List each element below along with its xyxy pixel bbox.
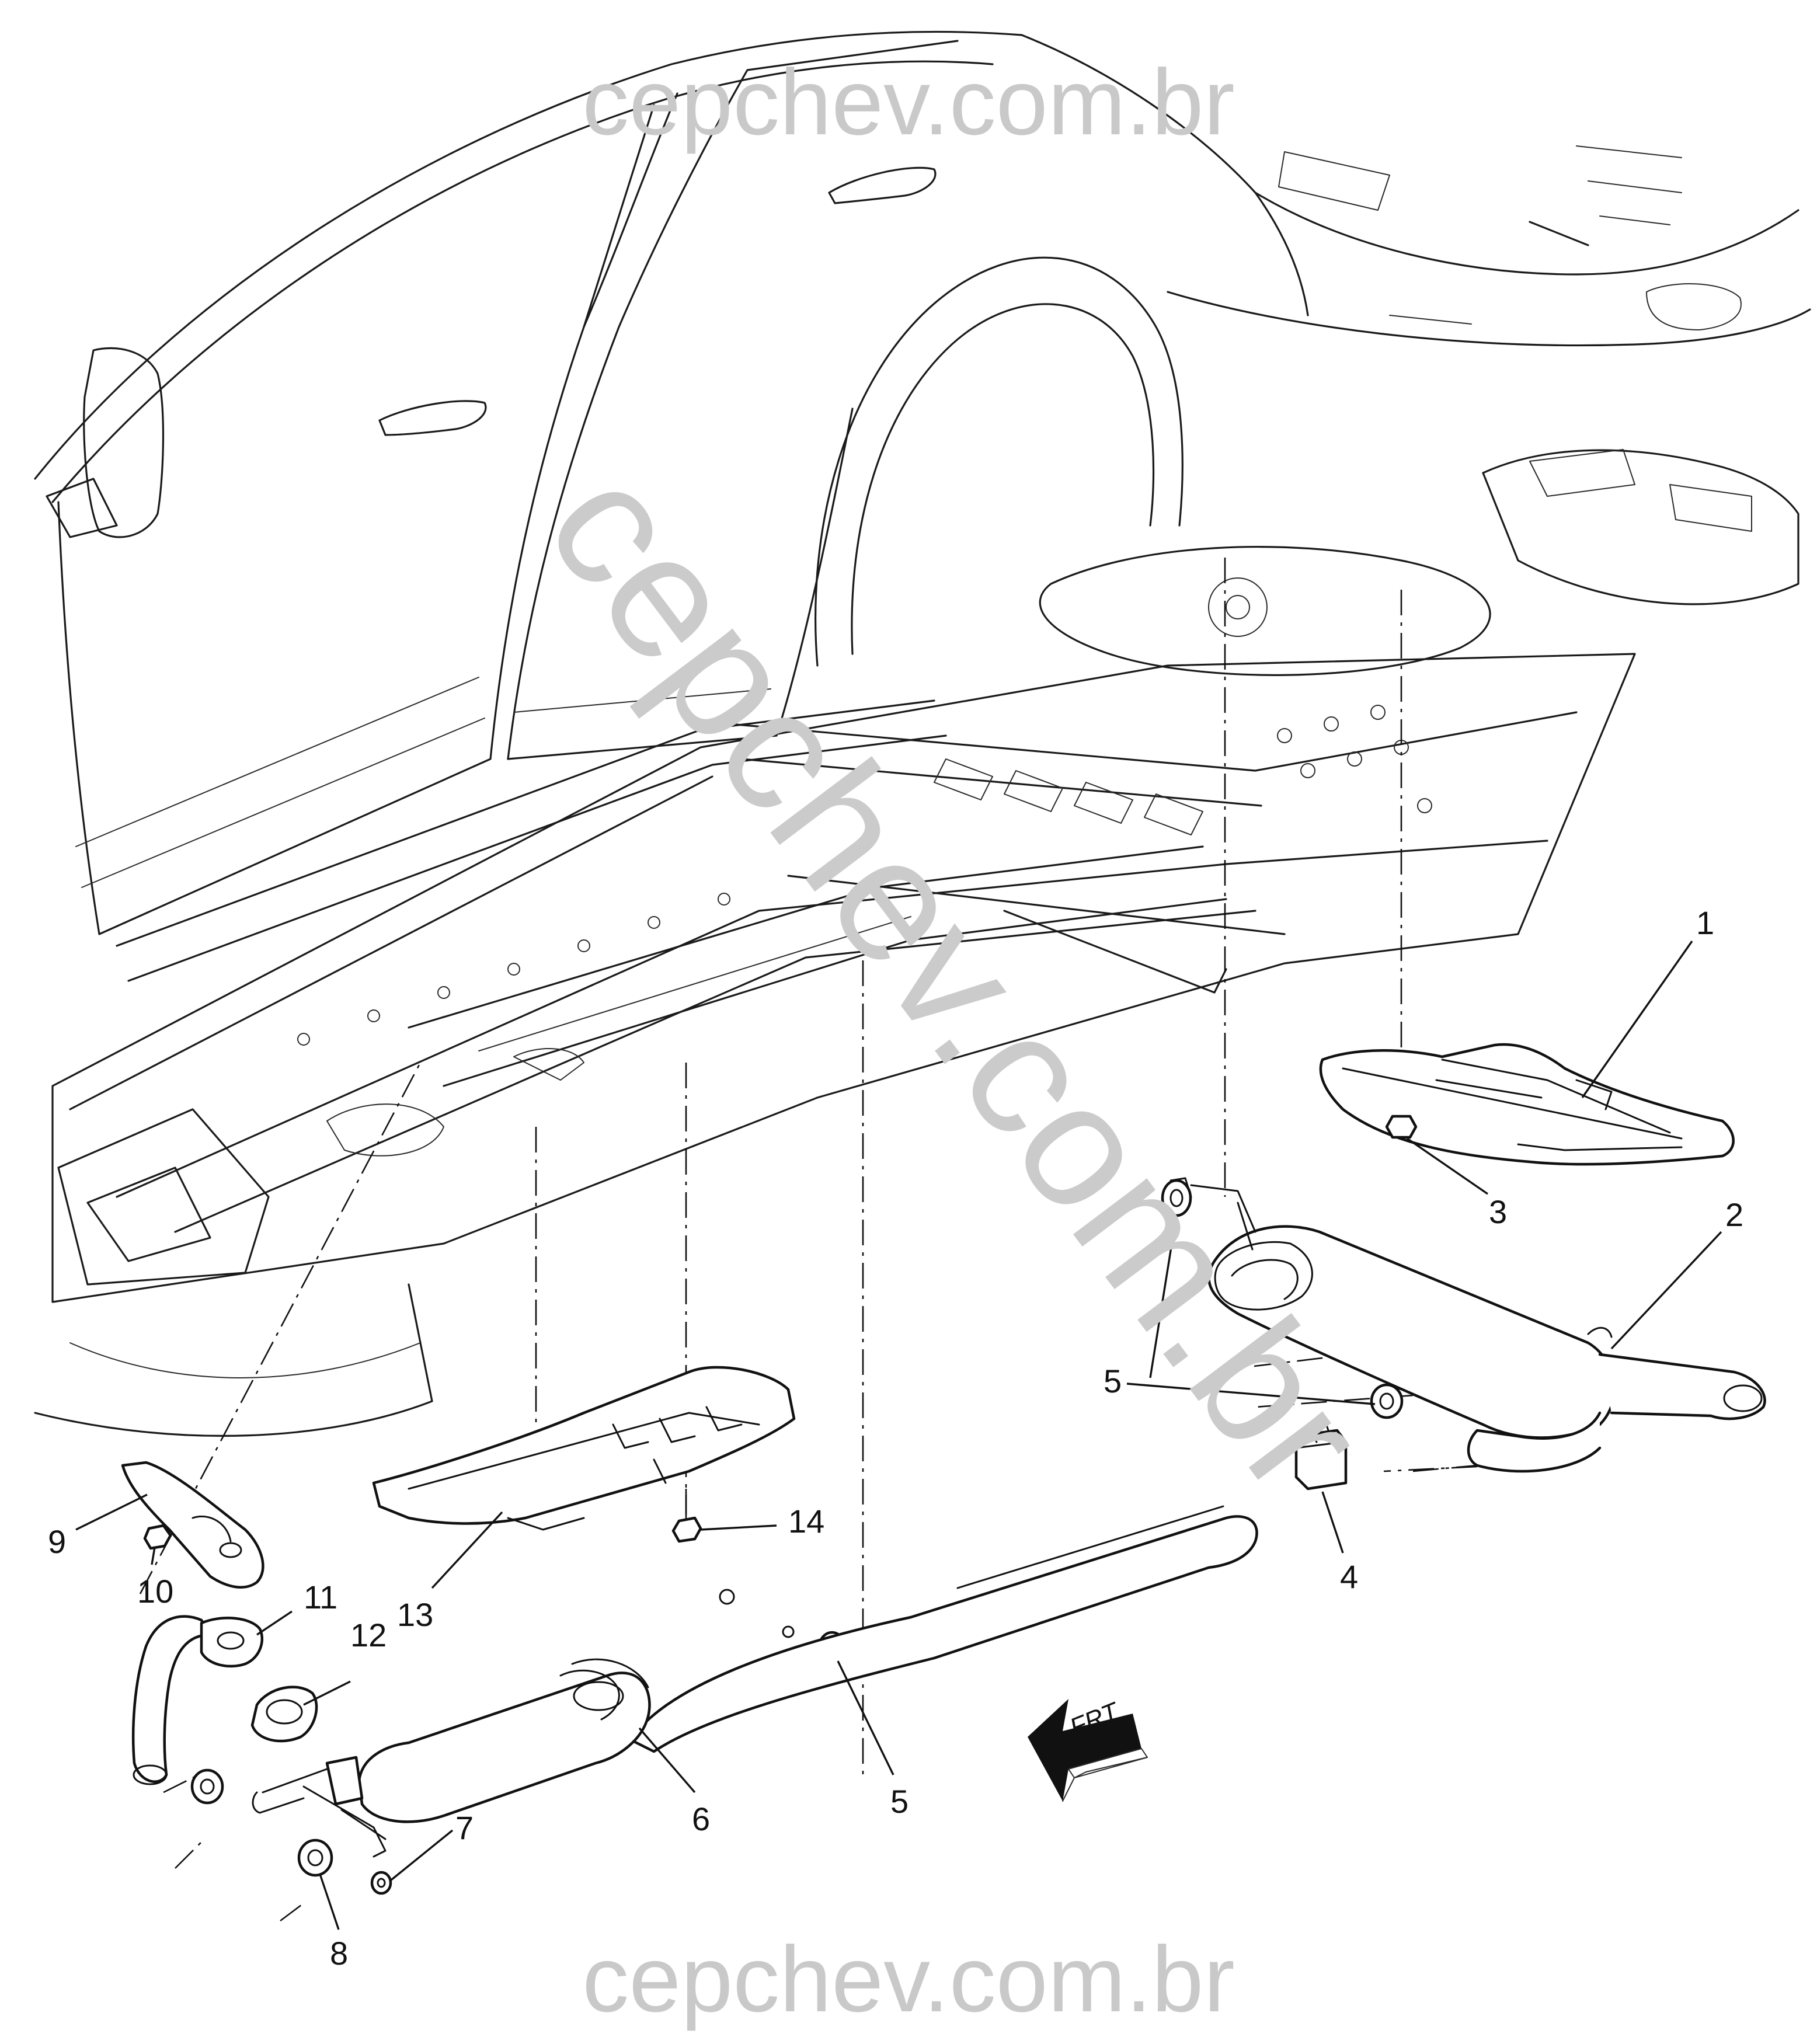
part-13-center-heat-shield bbox=[372, 1366, 796, 1531]
callout-labels: 1 2 3 4 5 5 5 6 7 8 9 10 11 12 13 14 bbox=[48, 904, 1743, 1972]
part-8-insulator bbox=[190, 1768, 333, 1877]
callout-10: 10 bbox=[137, 1573, 173, 1610]
callout-3: 3 bbox=[1489, 1193, 1507, 1230]
callout-13: 13 bbox=[397, 1596, 433, 1633]
callout-6: 6 bbox=[692, 1801, 710, 1837]
part-5-insulator-middle bbox=[1370, 1383, 1404, 1419]
callout-9: 9 bbox=[48, 1523, 66, 1560]
part-2-rear-muffler bbox=[1190, 1184, 1766, 1473]
part-4-exhaust-clamp bbox=[1294, 1420, 1348, 1491]
floor-hole-pattern bbox=[297, 705, 1432, 1046]
callout-5-rear: 5 bbox=[1104, 1363, 1122, 1399]
callout-7: 7 bbox=[455, 1809, 474, 1846]
front-direction-arrow-icon: FRT bbox=[1028, 1697, 1148, 1802]
part-1-rear-heat-shield bbox=[1319, 1043, 1735, 1166]
callout-leader-lines bbox=[75, 941, 1722, 1930]
watermark-top: cepchev.com.br bbox=[582, 50, 1235, 154]
callout-2: 2 bbox=[1725, 1196, 1743, 1233]
callout-5-front: 5 bbox=[890, 1783, 909, 1820]
callout-14: 14 bbox=[788, 1503, 824, 1540]
callout-12: 12 bbox=[350, 1617, 387, 1653]
watermark-diagonal: cepchev.com.br bbox=[510, 432, 1404, 1528]
part-3-heat-shield-nut bbox=[1385, 1115, 1418, 1139]
part-10-nut bbox=[143, 1524, 172, 1550]
part-11-front-pipe bbox=[131, 1615, 264, 1785]
watermark-bottom: cepchev.com.br bbox=[582, 1927, 1235, 2031]
part-14-nut bbox=[671, 1516, 702, 1543]
part-6-intermediate-pipe-muffler bbox=[252, 1505, 1258, 1858]
callout-4: 4 bbox=[1340, 1558, 1358, 1595]
vehicle-body-outline bbox=[34, 30, 1811, 982]
callout-8: 8 bbox=[330, 1935, 348, 1972]
callout-11: 11 bbox=[304, 1579, 337, 1615]
part-9-heat-shield-bracket bbox=[121, 1461, 264, 1589]
part-12-gasket bbox=[250, 1686, 318, 1743]
callout-1: 1 bbox=[1696, 904, 1714, 941]
part-7-nut bbox=[370, 1871, 392, 1895]
